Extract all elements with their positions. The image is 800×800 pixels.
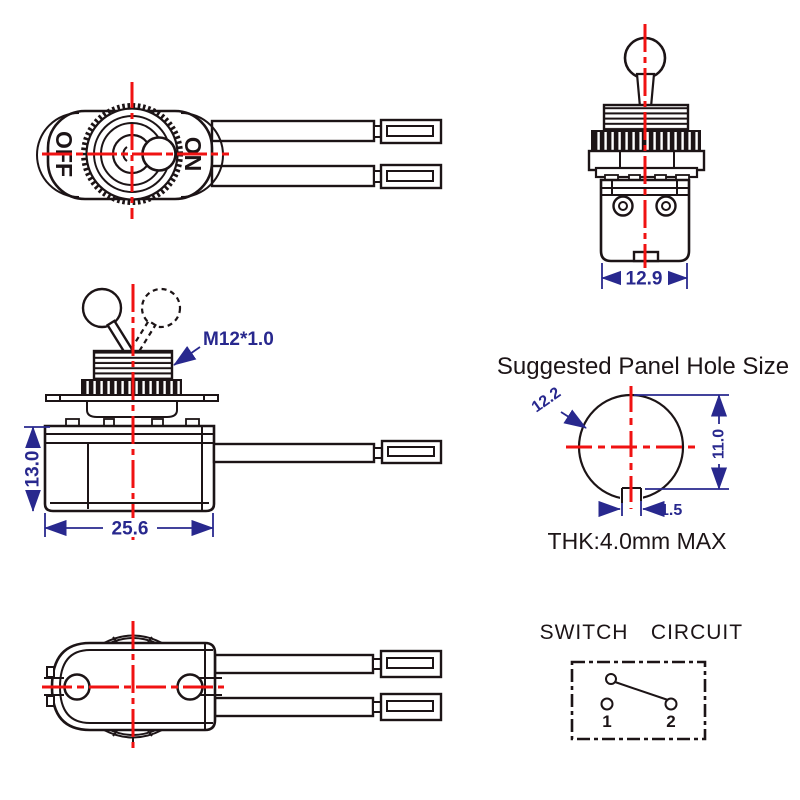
centerlines	[42, 621, 224, 753]
top-view-wires	[210, 118, 443, 190]
thread-label: M12*1.0	[203, 329, 274, 350]
bottom-view	[42, 621, 443, 753]
left-edge-details	[44, 666, 222, 707]
centerlines	[42, 82, 229, 219]
circuit-title-circuit: CIRCUIT	[651, 621, 743, 644]
dimension-25-6: 25.6	[44, 513, 214, 540]
dim-11-0-text: 11.0	[711, 429, 728, 459]
dimension-13-0: 13.0	[23, 426, 50, 512]
panel-hole-title: Suggested Panel Hole Size	[497, 353, 789, 380]
terminal-slot	[387, 446, 435, 457]
circuit-boundary-box	[570, 660, 707, 741]
dim-1-5-text: 1.5	[660, 502, 682, 519]
dimension-12-9: 12.9	[601, 263, 688, 290]
terminal-2-node	[664, 697, 678, 711]
bottom-view-wires	[213, 649, 443, 722]
dim-13-0-text: 13.0	[23, 451, 44, 488]
panel-hole-diagram: Suggested Panel Hole Size 12.2 11.0	[497, 353, 789, 554]
toggle-lever-solid-position	[81, 287, 135, 356]
mount-tabs	[604, 174, 690, 183]
circuit-diagram: SWITCH CIRCUIT 1 2	[540, 621, 743, 741]
terminal-slot	[386, 170, 434, 182]
terminal-1-label: 1	[602, 712, 611, 731]
side-view: M12*1.0 13.0 25.6	[23, 284, 443, 540]
diameter-callout: 12.2	[529, 384, 587, 429]
terminal-slot	[386, 125, 434, 137]
dimension-1-5: 1.5	[598, 500, 682, 519]
terminal-slot	[386, 657, 434, 669]
rivet	[612, 195, 634, 217]
switch-pivot	[605, 673, 617, 685]
rivet	[655, 195, 677, 217]
side-view-wire	[212, 439, 443, 465]
panel-thickness-note: THK:4.0mm MAX	[548, 528, 727, 554]
dimension-11-0: 11.0	[634, 394, 729, 490]
front-view: 12.9	[587, 24, 706, 290]
switch-housing	[43, 424, 216, 513]
centerlines	[566, 386, 698, 509]
toggle-lever-dashed-position	[129, 287, 182, 356]
terminal-2-label: 2	[666, 712, 675, 731]
thread-callout: M12*1.0	[173, 329, 274, 366]
circuit-title-switch: SWITCH	[540, 621, 629, 644]
terminal-1-node	[600, 697, 614, 711]
switch-lever-symbol	[614, 681, 669, 701]
dim-12-2-text: 12.2	[529, 384, 564, 416]
terminal-slot	[386, 700, 434, 712]
dim-12-9-text: 12.9	[626, 269, 663, 290]
top-view: OFF ON	[36, 82, 443, 219]
dim-25-6-text: 25.6	[112, 519, 149, 540]
